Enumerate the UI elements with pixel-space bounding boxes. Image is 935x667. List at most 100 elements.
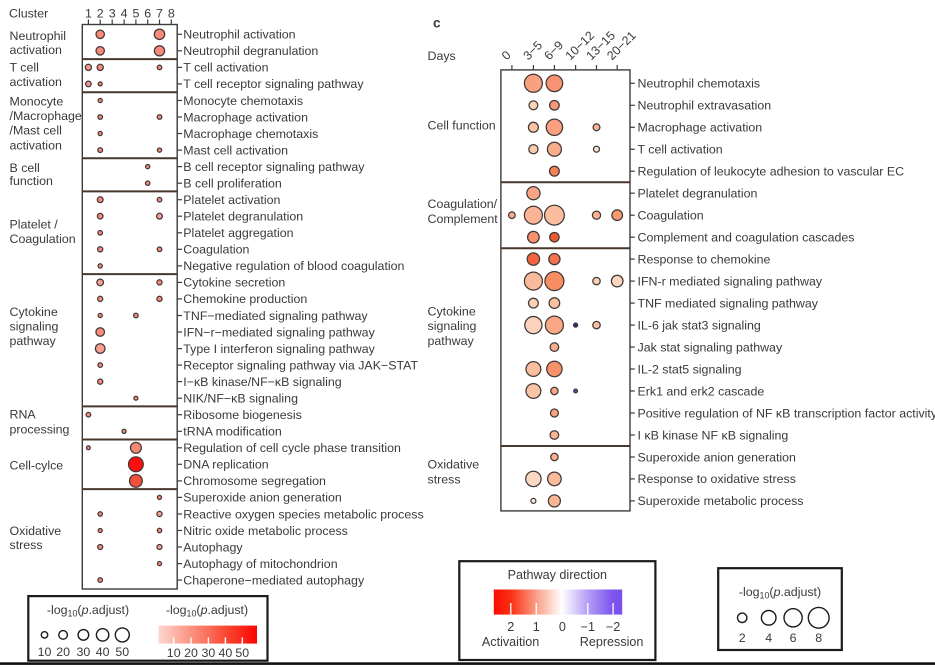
svg-text:30: 30 xyxy=(77,645,91,659)
svg-text:0: 0 xyxy=(559,620,566,634)
svg-text:Negative regulation of blood c: Negative regulation of blood coagulation xyxy=(183,259,404,273)
svg-text:Reactive oxygen species metabo: Reactive oxygen species metabolic proces… xyxy=(183,507,423,521)
svg-text:Ribosome biogenesis: Ribosome biogenesis xyxy=(183,408,301,422)
svg-text:Monocyte: Monocyte xyxy=(10,95,64,109)
svg-text:2: 2 xyxy=(507,620,514,634)
svg-text:TNF−mediated signaling pathway: TNF−mediated signaling pathway xyxy=(183,309,368,323)
svg-text:Cytokine: Cytokine xyxy=(428,305,476,319)
svg-text:Complement and coagulation cas: Complement and coagulation cascades xyxy=(638,231,855,245)
svg-text:Response to chemokine: Response to chemokine xyxy=(638,252,771,266)
svg-text:T cell receptor signaling path: T cell receptor signaling pathway xyxy=(183,77,364,91)
svg-text:20: 20 xyxy=(56,645,70,659)
svg-text:Response to oxidative stress: Response to oxidative stress xyxy=(638,472,796,486)
svg-text:6: 6 xyxy=(144,7,151,21)
svg-text:processing: processing xyxy=(10,423,70,437)
svg-text:Erk1 and erk2 cascade: Erk1 and erk2 cascade xyxy=(638,384,765,398)
svg-text:pathway: pathway xyxy=(428,334,475,348)
svg-text:I κB kinase NF κB signaling: I κB kinase NF κB signaling xyxy=(638,428,789,442)
svg-text:Macrophage activation: Macrophage activation xyxy=(183,110,308,124)
svg-text:50: 50 xyxy=(115,645,129,659)
svg-text:2: 2 xyxy=(97,7,104,21)
svg-text:Macrophage chemotaxis: Macrophage chemotaxis xyxy=(183,127,318,141)
svg-text:8: 8 xyxy=(168,7,175,21)
svg-text:Neutrophil extravasation: Neutrophil extravasation xyxy=(638,99,772,113)
svg-text:Oxidative: Oxidative xyxy=(428,457,480,471)
svg-text:Neutrophil chemotaxis: Neutrophil chemotaxis xyxy=(638,77,761,91)
svg-text:-log10(p.adjust): -log10(p.adjust) xyxy=(166,603,248,619)
svg-text:1: 1 xyxy=(533,620,540,634)
svg-text:IFN-r mediated signaling pathw: IFN-r mediated signaling pathway xyxy=(638,274,823,288)
svg-text:Neutrophil: Neutrophil xyxy=(10,29,66,43)
svg-text:40: 40 xyxy=(219,646,233,660)
svg-text:10: 10 xyxy=(38,645,52,659)
svg-text:40: 40 xyxy=(96,645,110,659)
svg-text:T cell activation: T cell activation xyxy=(183,61,268,75)
svg-text:Cytokine secretion: Cytokine secretion xyxy=(183,276,285,290)
svg-text:Mast cell activation: Mast cell activation xyxy=(183,143,288,157)
svg-text:Regulation of cell cycle phase: Regulation of cell cycle phase transitio… xyxy=(183,441,401,455)
svg-text:3−5: 3−5 xyxy=(520,38,545,63)
svg-text:50: 50 xyxy=(235,646,249,660)
svg-text:Regulation of leukocyte adhesi: Regulation of leukocyte adhesion to vasc… xyxy=(638,165,905,179)
svg-text:6−9: 6−9 xyxy=(541,38,566,63)
svg-text:Platelet degranulation: Platelet degranulation xyxy=(183,210,303,224)
svg-text:stress: stress xyxy=(10,538,43,552)
svg-text:activation: activation xyxy=(10,138,62,152)
svg-text:stress: stress xyxy=(428,472,461,486)
svg-text:3: 3 xyxy=(109,7,116,21)
svg-text:5: 5 xyxy=(132,7,139,21)
svg-text:Chemokine production: Chemokine production xyxy=(183,292,307,306)
svg-text:Repression: Repression xyxy=(580,635,644,649)
svg-text:Coagulation/: Coagulation/ xyxy=(428,197,498,211)
svg-text:1: 1 xyxy=(85,7,92,21)
svg-text:c: c xyxy=(433,16,441,31)
svg-text:Cytokine: Cytokine xyxy=(10,305,58,319)
svg-text:−1: −1 xyxy=(581,620,595,634)
svg-text:DNA replication: DNA replication xyxy=(183,458,269,472)
svg-text:signaling: signaling xyxy=(10,320,59,334)
svg-text:Monocyte chemotaxis: Monocyte chemotaxis xyxy=(183,94,303,108)
svg-text:Type I interferon signaling pa: Type I interferon signaling pathway xyxy=(183,342,375,356)
svg-text:Chaperone−mediated autophagy: Chaperone−mediated autophagy xyxy=(183,573,365,587)
svg-text:Days: Days xyxy=(428,49,456,63)
svg-text:4: 4 xyxy=(121,7,128,21)
svg-text:Superoxide metabolic process: Superoxide metabolic process xyxy=(638,494,804,508)
svg-text:Platelet activation: Platelet activation xyxy=(183,193,280,207)
svg-text:4: 4 xyxy=(765,631,772,645)
svg-text:20: 20 xyxy=(184,646,198,660)
svg-text:Chromosome segregation: Chromosome segregation xyxy=(183,474,326,488)
svg-text:Nitric oxide metabolic process: Nitric oxide metabolic process xyxy=(183,524,348,538)
svg-text:Cell function: Cell function xyxy=(428,118,496,132)
svg-text:/Mast cell: /Mast cell xyxy=(10,123,62,137)
svg-text:-log10(p.adjust): -log10(p.adjust) xyxy=(739,585,821,601)
svg-text:Cell-cylce: Cell-cylce xyxy=(10,459,64,473)
svg-text:activation: activation xyxy=(10,75,62,89)
svg-text:Superoxide anion generation: Superoxide anion generation xyxy=(638,450,797,464)
svg-text:Macrophage activation: Macrophage activation xyxy=(638,121,763,135)
svg-text:T cell: T cell xyxy=(10,61,39,75)
svg-text:TNF mediated signaling pathway: TNF mediated signaling pathway xyxy=(638,296,819,310)
svg-text:0: 0 xyxy=(499,48,514,63)
svg-text:Neutrophil activation: Neutrophil activation xyxy=(183,28,295,42)
svg-text:Platelet degranulation: Platelet degranulation xyxy=(638,187,758,201)
svg-text:IL-6 jak stat3 signaling: IL-6 jak stat3 signaling xyxy=(638,318,761,332)
svg-text:-log10(p.adjust): -log10(p.adjust) xyxy=(47,603,129,619)
svg-text:function: function xyxy=(10,174,54,188)
svg-text:IFN−r−mediated signaling pathw: IFN−r−mediated signaling pathway xyxy=(183,325,375,339)
svg-text:Complement: Complement xyxy=(428,212,499,226)
svg-text:Oxidative: Oxidative xyxy=(10,524,62,538)
svg-text:Coagulation: Coagulation xyxy=(10,232,76,246)
svg-text:B cell receptor signaling path: B cell receptor signaling pathway xyxy=(183,160,365,174)
svg-text:activation: activation xyxy=(10,43,62,57)
svg-text:8: 8 xyxy=(815,631,822,645)
svg-text:pathway: pathway xyxy=(10,334,57,348)
svg-text:RNA: RNA xyxy=(10,407,37,421)
svg-text:signaling: signaling xyxy=(428,319,477,333)
svg-text:T cell activation: T cell activation xyxy=(638,143,723,157)
svg-text:Autophagy of mitochondrion: Autophagy of mitochondrion xyxy=(183,557,337,571)
svg-text:10: 10 xyxy=(167,646,181,660)
svg-text:7: 7 xyxy=(156,7,163,21)
svg-text:Neutrophil degranulation: Neutrophil degranulation xyxy=(183,44,318,58)
svg-text:/Macrophage: /Macrophage xyxy=(10,109,82,123)
svg-text:B cell: B cell xyxy=(10,161,40,175)
